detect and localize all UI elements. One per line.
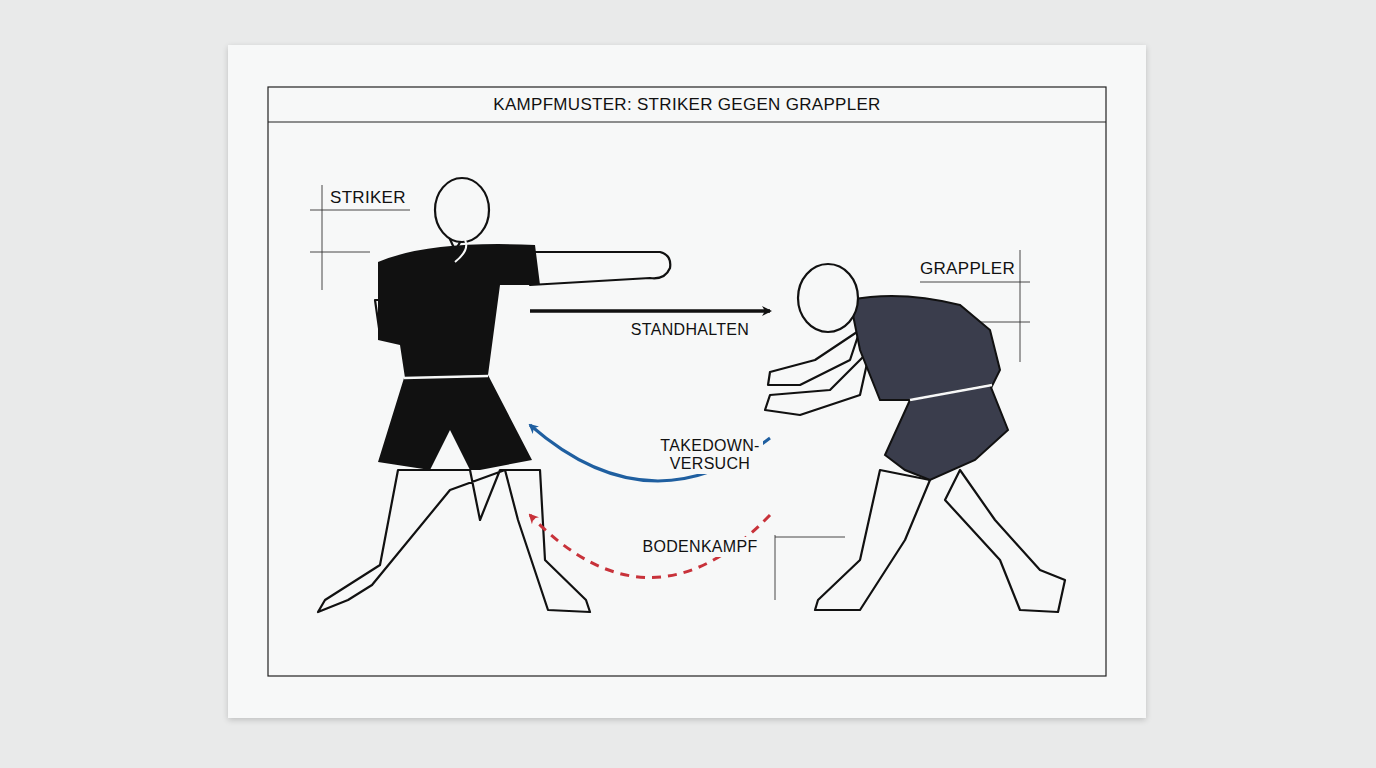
action-arrow <box>530 309 770 313</box>
arrow-label: STANDHALTEN <box>617 320 763 340</box>
fighter-label: STRIKER <box>330 188 406 208</box>
arrow-label: BODENKAMPF <box>632 537 768 557</box>
fighter-label: GRAPPLER <box>920 259 1015 279</box>
diagram-title: KAMPFMUSTER: STRIKER GEGEN GRAPPLER <box>268 87 1106 122</box>
action-arrow <box>530 515 770 578</box>
arrow-label: TAKEDOWN-VERSUCH <box>657 436 763 475</box>
fighter-region: GRAPPLER <box>770 255 1065 615</box>
fighter-region: STRIKER <box>330 180 530 615</box>
card <box>228 45 1146 718</box>
action-arrow <box>530 425 770 481</box>
